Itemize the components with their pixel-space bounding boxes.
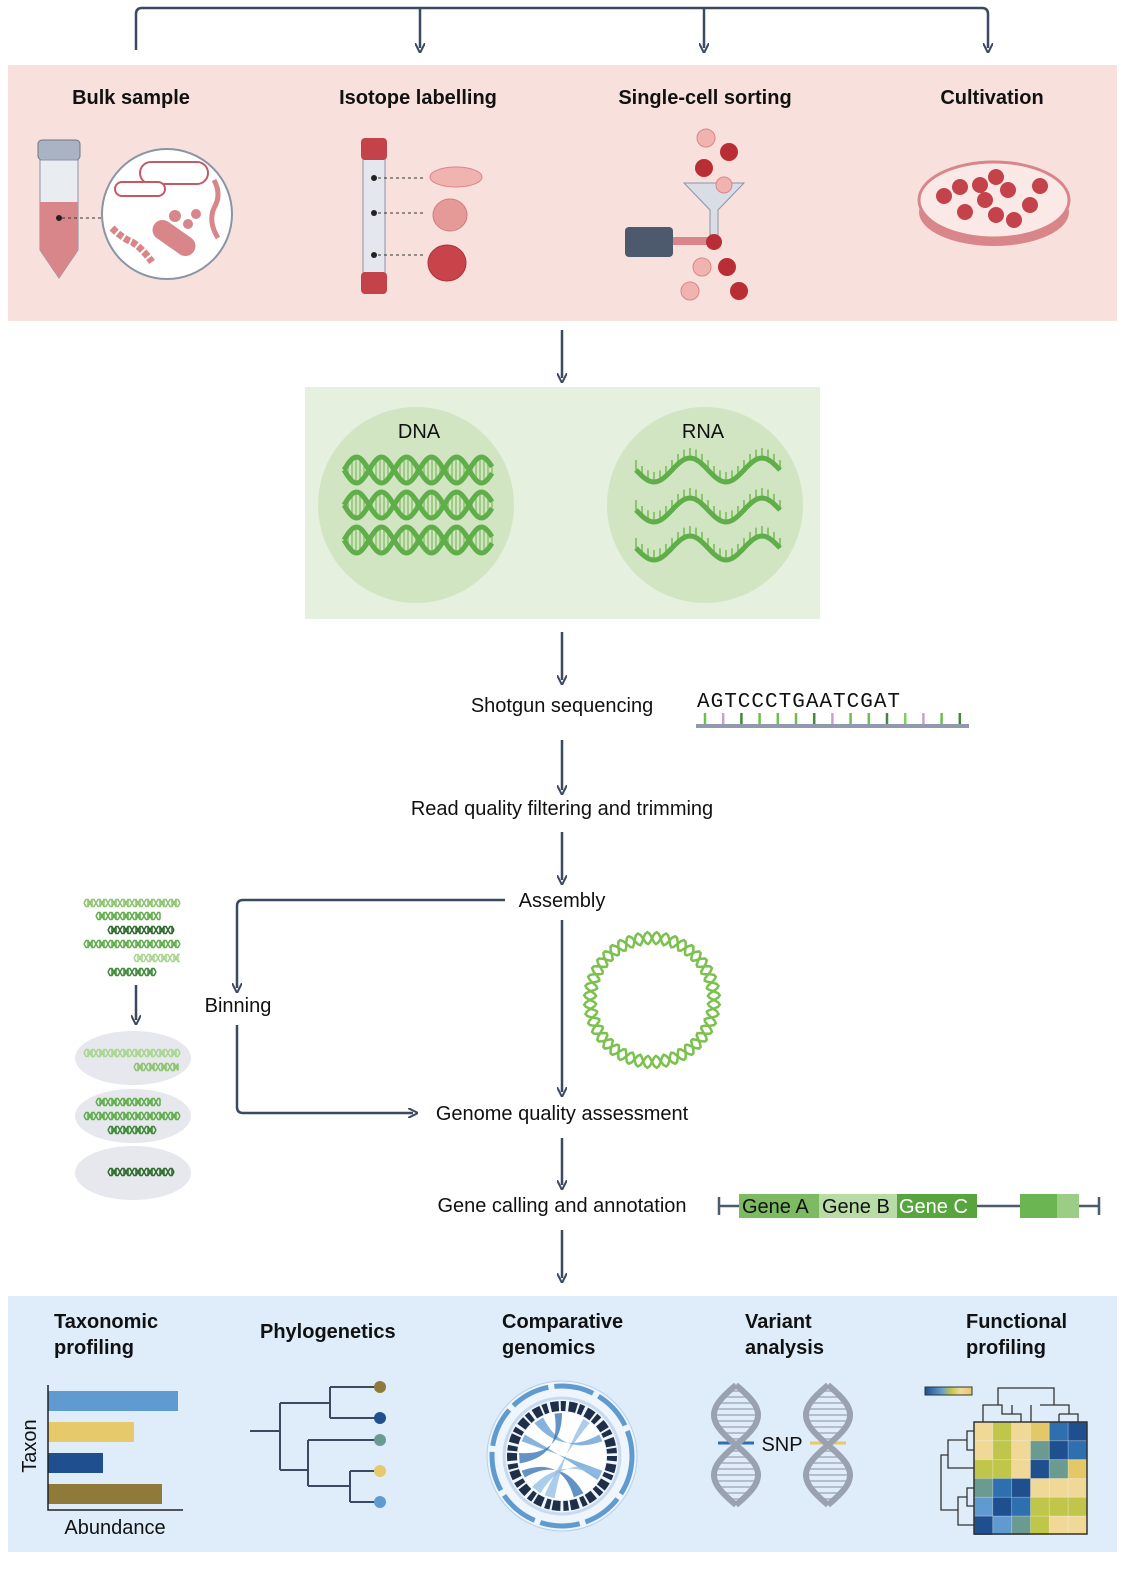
sequence-read-bar (696, 713, 969, 728)
centrifuge-tube-icon (361, 138, 483, 294)
dna-double-helix-icon (341, 454, 495, 556)
genome-bins-icon (75, 1031, 191, 1200)
analysis-variant-line2: analysis (745, 1337, 824, 1359)
step-gene-calling: Gene calling and annotation (437, 1195, 686, 1217)
binning-arrows (237, 898, 562, 1113)
gene-annotation-track: Gene A Gene B Gene C (717, 1194, 1101, 1218)
snp-helix-icon (710, 1382, 854, 1508)
step-assembly: Assembly (519, 890, 606, 912)
petri-dish-icon (917, 160, 1071, 246)
top-connector-arrows (134, 6, 988, 50)
snp-label: SNP (761, 1434, 802, 1456)
abundance-bar-icon (47, 1385, 183, 1511)
gene-b-label: Gene B (822, 1196, 890, 1218)
analysis-taxonomic-line1: Taxonomic (54, 1311, 158, 1333)
analysis-comparative-line2: genomics (502, 1337, 595, 1359)
source-label-bulk: Bulk sample (72, 87, 190, 109)
abundance-axis-label: Abundance (64, 1517, 165, 1539)
sample-tube-icon (37, 139, 102, 279)
heatmap-icon (924, 1386, 1088, 1536)
dna-label: DNA (398, 421, 441, 443)
step-read-filtering: Read quality filtering and trimming (411, 798, 713, 820)
analysis-phylogenetics: Phylogenetics (260, 1321, 396, 1343)
analysis-functional-line1: Functional (966, 1311, 1067, 1333)
analysis-variant-line1: Variant (745, 1311, 812, 1333)
rna-label: RNA (682, 421, 725, 443)
contig-reads-icon (83, 898, 181, 977)
source-label-single-cell: Single-cell sorting (618, 87, 791, 109)
source-label-cultivation: Cultivation (940, 87, 1043, 109)
phylogenetic-tree-icon (250, 1381, 386, 1508)
analysis-taxonomic-line2: profiling (54, 1337, 134, 1359)
circos-plot-icon (486, 1380, 638, 1532)
step-genome-quality: Genome quality assessment (436, 1103, 689, 1125)
circular-genome-icon (582, 930, 722, 1070)
gene-c-label: Gene C (899, 1196, 968, 1218)
taxon-axis-label: Taxon (19, 1419, 41, 1472)
step-shotgun-sequencing: Shotgun sequencing (471, 695, 653, 717)
microbes-magnified-icon (101, 148, 233, 280)
rna-strand-icon (634, 448, 782, 563)
analysis-comparative-line1: Comparative (502, 1311, 623, 1333)
gene-a-label: Gene A (742, 1196, 809, 1218)
step-binning: Binning (205, 995, 272, 1017)
sequence-read-text: AGTCCCTGAATCGAT (697, 691, 901, 714)
source-label-isotope: Isotope labelling (339, 87, 497, 109)
cell-sorter-icon (625, 128, 748, 301)
analysis-functional-line2: profiling (966, 1337, 1046, 1359)
